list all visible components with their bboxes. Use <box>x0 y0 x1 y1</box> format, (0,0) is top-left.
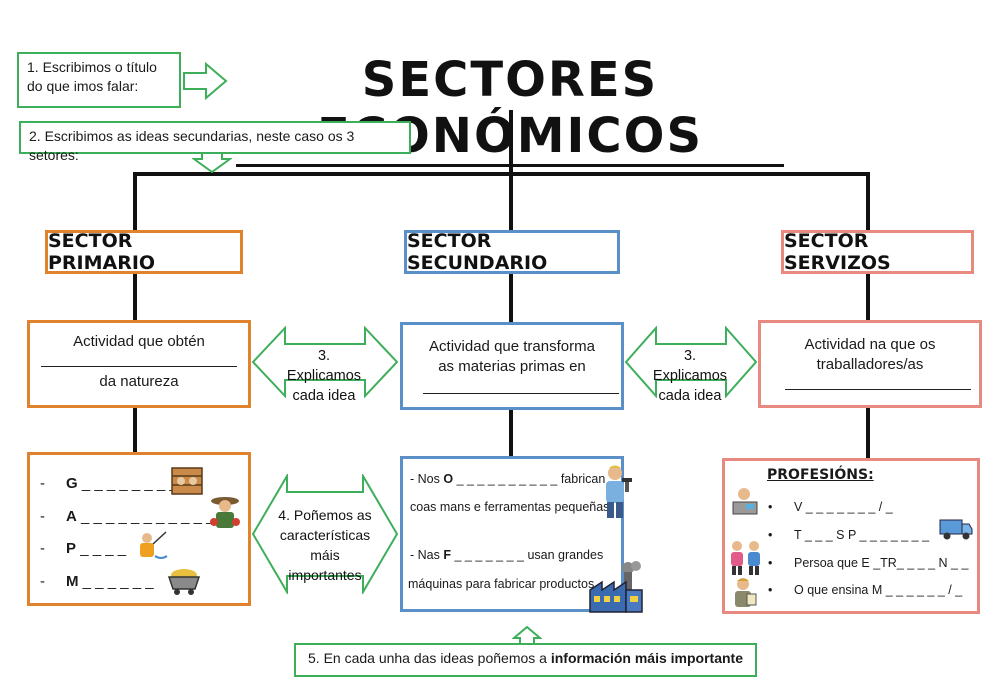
connector-horizontal <box>133 172 870 176</box>
sector-services-header: SECTOR SERVIZOS <box>781 230 974 274</box>
services-features-box <box>722 458 980 614</box>
primary-item: -A _ _ _ _ _ _ _ _ _ _ _ <box>40 508 215 525</box>
profession-item: •T _ _ _ S P _ _ _ _ _ _ _ <box>768 528 930 542</box>
item-letter: A <box>66 508 77 525</box>
secondary-line-1: - Nos O _ _ _ _ _ _ _ _ _ _ fabrican <box>410 472 606 486</box>
primary-features-box <box>27 452 251 606</box>
connector-services-mid <box>866 274 870 320</box>
entertainers-icon <box>731 541 760 575</box>
services-description-box: Actividad na que os traballadores/as <box>758 320 982 408</box>
factory-icon <box>589 561 643 613</box>
hint-step2: 2. Escribimos as ideas secundarias, nest… <box>19 121 411 163</box>
secondary-line-4: máquinas para fabricar productos. <box>408 577 598 591</box>
profession-item: •O que ensina M _ _ _ _ _ _ / _ <box>768 583 963 597</box>
primary-desc-bottom: da natureza <box>99 373 179 390</box>
shop-assistant-icon <box>732 488 758 515</box>
connector-primary-mid <box>133 274 137 320</box>
sector-services-label: SECTOR SERVIZOS <box>784 230 891 274</box>
delivery-van-icon <box>939 519 973 540</box>
hint-step3-right: 3. Explicamos cada idea <box>652 348 728 404</box>
up-arrow-icon <box>512 626 542 645</box>
hint-step1-text: 1. Escribimos o título do que imos falar… <box>27 59 157 94</box>
connector-services-low <box>866 408 870 458</box>
hint-step1: 1. Escribimos o título do que imos falar… <box>17 52 181 108</box>
connector-services-top <box>866 172 870 230</box>
hint-step3-left: 3. Explicamos cada idea <box>286 348 362 404</box>
primary-description-box: Actividad que obtén da natureza <box>27 320 251 408</box>
primary-item: -G _ _ _ _ _ _ _ _ <box>40 475 178 492</box>
secondary-desc-blank <box>423 391 619 394</box>
hint-step2-text: 2. Escribimos as ideas secundarias, nest… <box>29 128 355 163</box>
factory-letter: F <box>443 548 451 562</box>
fisher-icon <box>140 531 168 559</box>
item-letter: P <box>66 540 77 557</box>
secondary-description-box: Actividad que transforma as materias pri… <box>400 322 624 410</box>
right-arrow-icon <box>183 62 228 100</box>
artisan-letter: O <box>443 472 454 486</box>
hint-step5-text: 5. En cada unha das ideas poñemos a <box>308 650 551 666</box>
farmer-icon <box>210 497 240 528</box>
sector-primary-label: SECTOR PRIMARIO <box>48 230 156 274</box>
item-letter: G <box>66 475 78 492</box>
hint-step5: 5. En cada unha das ideas poñemos a info… <box>294 643 757 677</box>
professions-title: PROFESIÓNS: <box>767 467 874 483</box>
primary-desc-top: Actividad que obtén <box>73 333 205 350</box>
sector-secondary-label: SECTOR SECUNDARIO <box>407 230 548 274</box>
item-blanks: _ _ _ _ _ _ _ _ _ _ _ <box>81 508 215 525</box>
connector-title-stem <box>509 110 513 176</box>
sector-primary-header: SECTOR PRIMARIO <box>45 230 243 274</box>
services-desc-blank <box>785 387 971 390</box>
services-desc: Actividad na que os traballadores/as <box>804 336 936 373</box>
worker-with-hammer-icon <box>606 465 632 518</box>
down-arrow-icon <box>192 154 232 173</box>
mining-cart-icon <box>167 569 201 595</box>
primary-item: -P _ _ _ _ <box>40 540 127 557</box>
hint-step5-bold: información máis importante <box>550 650 743 666</box>
double-arrow-icon <box>251 474 399 594</box>
hint-step4: 4. Poñemos as características máis impor… <box>278 507 372 583</box>
profession-item: •Persoa que E _TR_ _ _ _ N _ _ <box>768 556 969 570</box>
secondary-desc: Actividad que transforma as materias pri… <box>429 338 595 375</box>
connector-secondary-low <box>509 410 513 458</box>
primary-desc-blank <box>41 364 237 367</box>
secondary-line-3: - Nas F _ _ _ _ _ _ _ usan grandes <box>410 548 604 562</box>
connector-primary-low <box>133 408 137 452</box>
connector-secondary-top <box>509 172 513 230</box>
primary-item: -M _ _ _ _ _ _ <box>40 573 154 590</box>
secondary-features-box <box>400 456 624 612</box>
item-blanks: _ _ _ _ <box>80 540 127 557</box>
secondary-line-2: coas mans e ferramentas pequeñas. <box>410 500 613 514</box>
profession-item: •V _ _ _ _ _ _ _ / _ <box>768 500 893 514</box>
connector-secondary-mid <box>509 274 513 324</box>
livestock-pen-icon <box>171 467 203 495</box>
item-letter: M <box>66 573 79 590</box>
item-blanks: _ _ _ _ _ _ _ _ <box>81 475 178 492</box>
sector-secondary-header: SECTOR SECUNDARIO <box>404 230 620 274</box>
double-arrow-icon <box>251 326 399 398</box>
double-arrow-icon <box>624 326 758 398</box>
connector-primary-top <box>133 172 137 230</box>
teacher-icon <box>735 578 757 607</box>
item-blanks: _ _ _ _ _ _ <box>82 573 154 590</box>
